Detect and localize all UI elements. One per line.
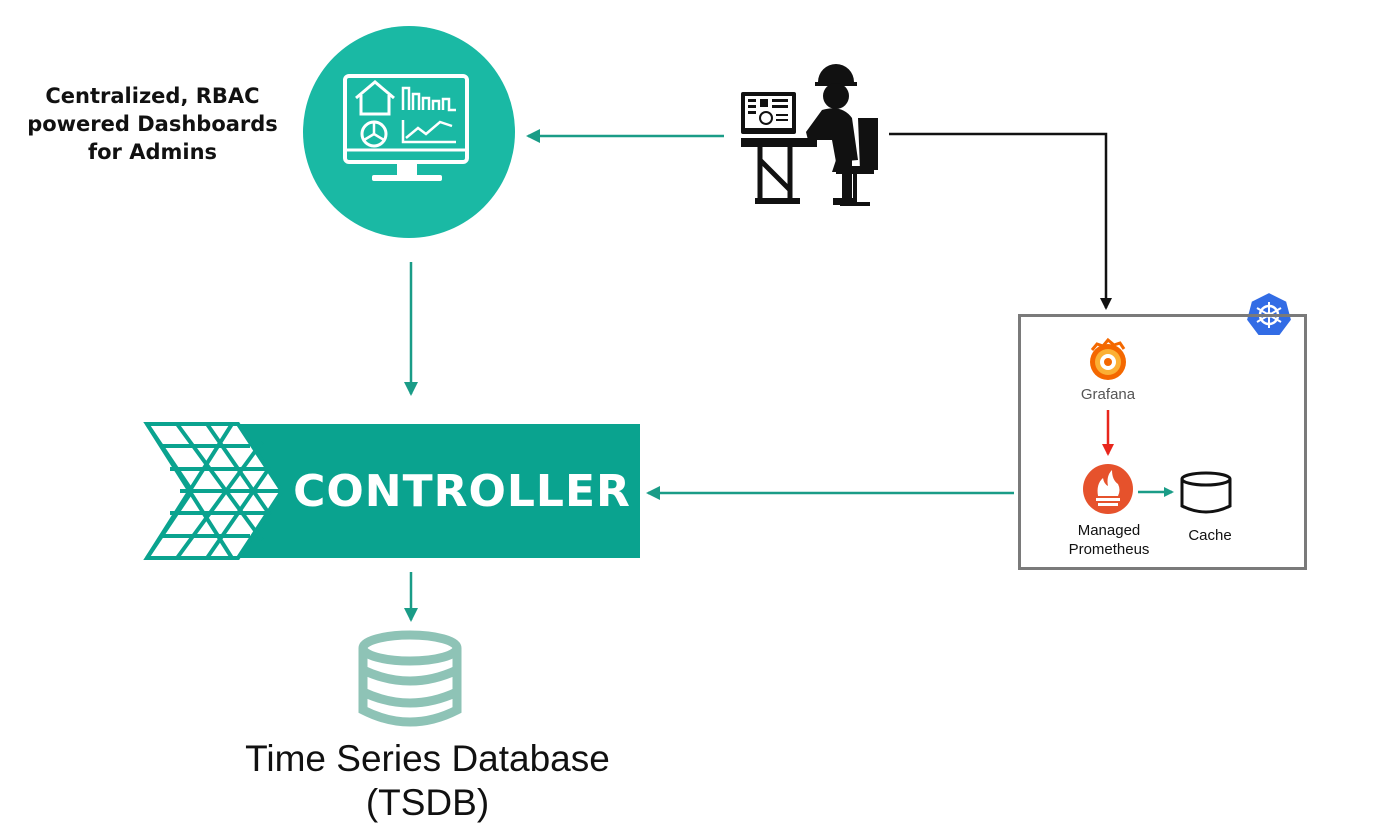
dashboard-caption-line: Centralized, RBAC [45, 84, 260, 108]
tsdb-caption-line: Time Series Database [245, 738, 610, 779]
dashboard-caption-line: for Admins [87, 140, 218, 164]
prometheus-icon [1083, 464, 1133, 514]
grafana-label: Grafana [1080, 386, 1136, 403]
kubernetes-cluster-box [1018, 314, 1307, 570]
prometheus-label: Managed Prometheus [1050, 521, 1168, 559]
cache-label: Cache [1188, 527, 1232, 544]
engineer-at-desk-icon [741, 64, 878, 206]
dashboard-monitor-icon [303, 26, 515, 238]
database-icon [358, 630, 462, 727]
tsdb-caption: Time Series Database (TSDB) [200, 737, 655, 825]
prometheus-label-line: Managed [1077, 522, 1141, 539]
grafana-icon [1090, 337, 1126, 380]
dashboard-caption-line: powered Dashboards [27, 112, 278, 136]
dashboard-caption: Centralized, RBAC powered Dashboards for… [10, 82, 295, 166]
controller-logo [143, 422, 640, 560]
cache-cylinder-icon [1180, 471, 1232, 514]
controller-label: CONTROLLER [293, 466, 631, 517]
arrow-user-to-cluster [889, 132, 1112, 310]
tsdb-caption-line: (TSDB) [365, 782, 490, 823]
prometheus-label-line: Prometheus [1068, 541, 1150, 558]
